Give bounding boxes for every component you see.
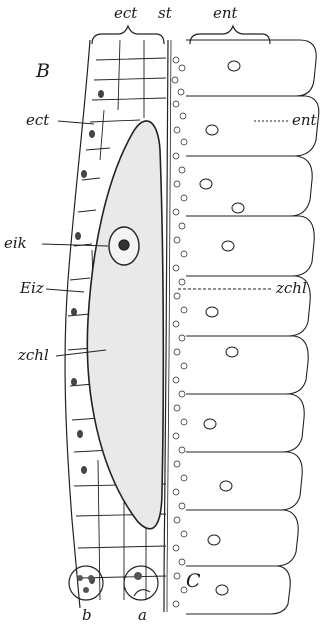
label-ect-left: ect: [26, 113, 49, 128]
label-zchl-left: zchl: [18, 348, 49, 363]
header-label-st: st: [158, 6, 172, 21]
header-label-ent: ent: [213, 6, 238, 21]
ectoderm-outer-edge: [65, 40, 90, 608]
zoochlorellae-band: [172, 57, 187, 607]
entoderm-nuclei: [200, 61, 244, 595]
label-zchl-right: zchl: [276, 281, 307, 296]
egg-cell: [87, 121, 163, 529]
ent-brace: [190, 26, 270, 44]
panel-label-c: C: [186, 572, 201, 591]
label-eiz: Eiz: [20, 281, 44, 296]
label-eik: eik: [4, 236, 27, 251]
panel-label-b: B: [36, 62, 50, 81]
subfigure-a-cell: [124, 566, 158, 600]
ect-brace: [92, 26, 164, 44]
subfigure-label-b: b: [82, 608, 92, 623]
egg-nucleolus: [119, 240, 129, 250]
label-ent-right: ent: [292, 113, 317, 128]
subfigure-b-cell: [69, 566, 103, 600]
subfigure-label-a: a: [138, 608, 147, 623]
header-label-ect: ect: [114, 6, 137, 21]
